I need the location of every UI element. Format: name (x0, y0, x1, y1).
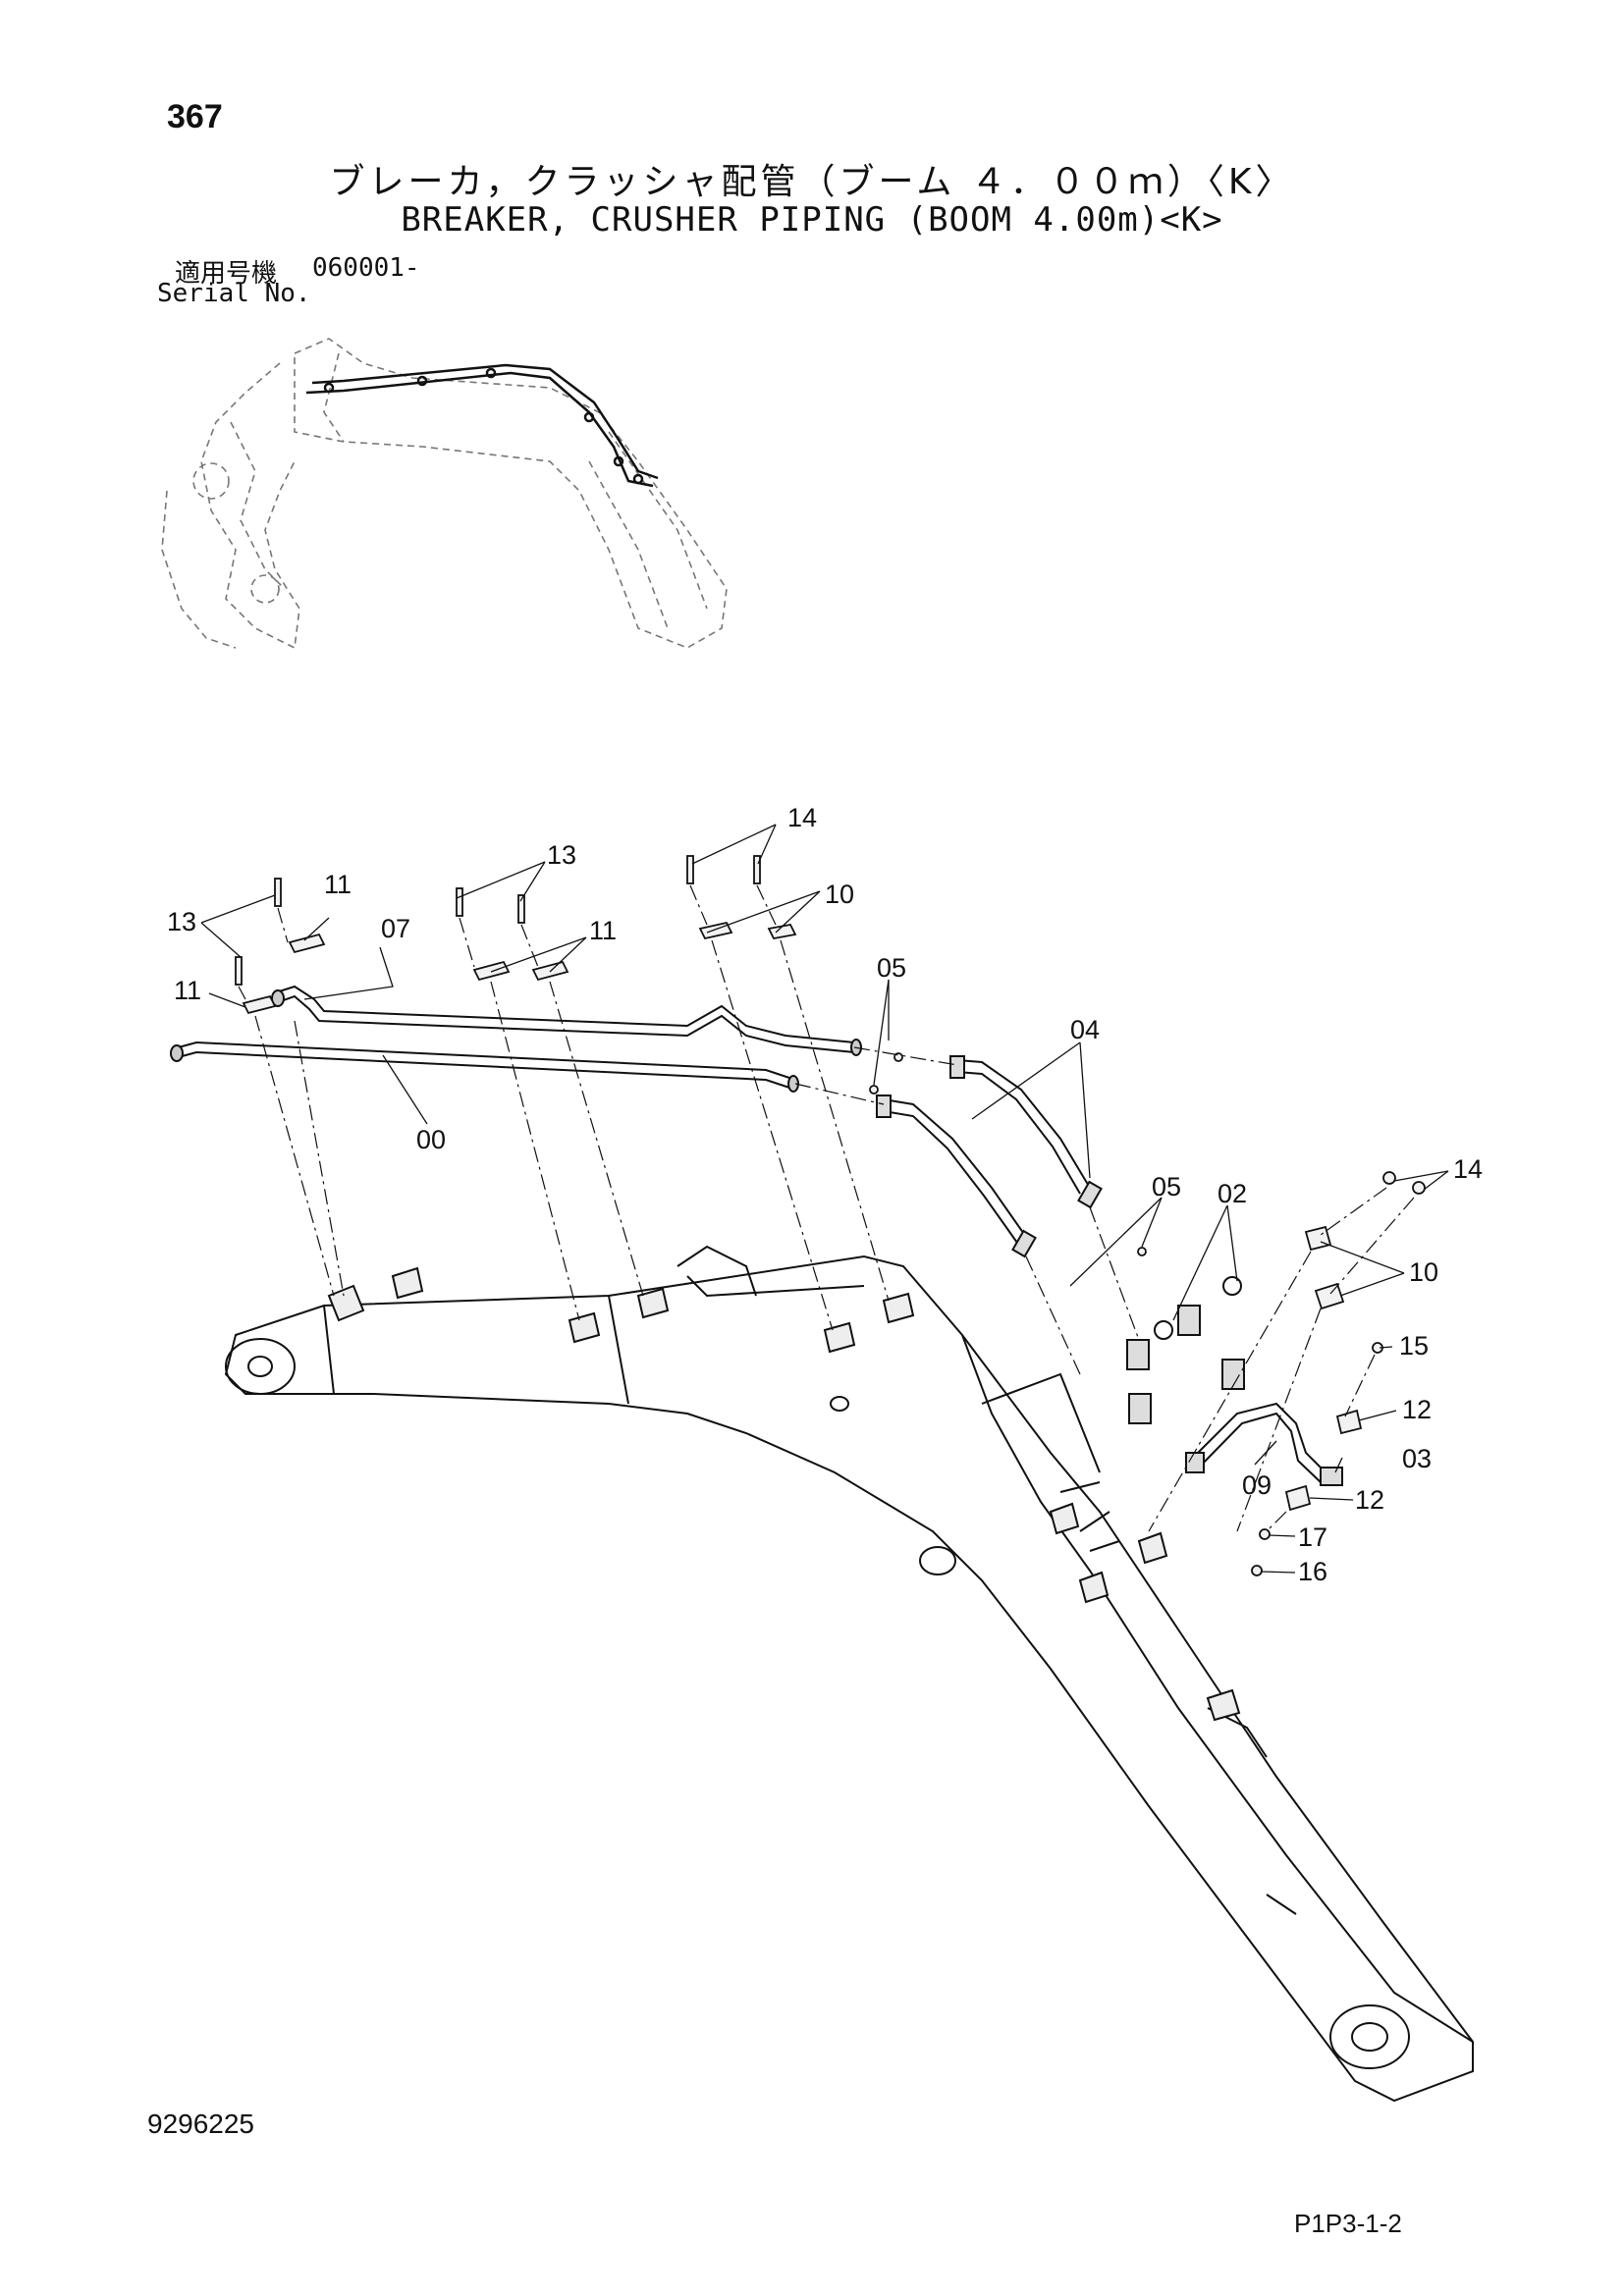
callout-00: 00 (416, 1125, 446, 1154)
overview-thumbnail (161, 338, 728, 650)
page-number: 367 (167, 98, 223, 135)
callout-05: 05 (877, 953, 906, 983)
callout-02: 02 (1218, 1179, 1247, 1208)
page-code: P1P3-1-2 (1294, 2209, 1402, 2238)
page-title-japanese: ブレーカ，クラッシャ配管（ブーム ４．００ｍ）〈K〉 (329, 162, 1295, 202)
boom-structure (224, 1245, 1474, 2103)
pipe-09-and-fittings (1126, 1276, 1343, 1486)
hose-04 (876, 1055, 1103, 1258)
callout-10: 10 (825, 880, 854, 909)
callout-03: 03 (1402, 1444, 1432, 1473)
callout-16: 16 (1298, 1557, 1327, 1586)
callout-14: 14 (787, 803, 817, 832)
document-number: 9296225 (147, 2109, 255, 2139)
callout-14: 14 (1453, 1154, 1483, 1184)
serial-label-english: Serial No. (157, 279, 311, 308)
callout-13: 13 (547, 840, 576, 870)
pipe-07 (271, 985, 862, 1056)
callout-09: 09 (1242, 1470, 1272, 1500)
boom-brackets (327, 1266, 1241, 1722)
callout-04: 04 (1070, 1015, 1100, 1044)
callout-11: 11 (324, 870, 352, 899)
callout-07: 07 (381, 914, 410, 943)
overview-piping (305, 363, 659, 488)
callout-05: 05 (1152, 1172, 1181, 1201)
serial-label-japanese: 適用号機 (175, 259, 278, 289)
callout-11: 11 (589, 916, 617, 945)
leader-lines (200, 824, 1449, 1574)
assembly-lines (238, 884, 1415, 1532)
callout-13: 13 (167, 907, 196, 936)
callout-12: 12 (1402, 1395, 1432, 1424)
callout-11: 11 (174, 976, 201, 1005)
clamps-and-bolts (235, 855, 1426, 1576)
callout-10: 10 (1409, 1257, 1438, 1287)
serial-number-value: 060001- (312, 253, 420, 283)
callout-labels: 13 11 07 11 00 13 11 14 10 05 04 05 02 1… (167, 803, 1483, 1586)
callout-17: 17 (1298, 1522, 1327, 1552)
callout-15: 15 (1399, 1331, 1429, 1361)
page-title-english: BREAKER, CRUSHER PIPING (BOOM 4.00m)<K> (401, 200, 1223, 240)
callout-12: 12 (1355, 1485, 1384, 1515)
pipe-00 (170, 1041, 799, 1093)
